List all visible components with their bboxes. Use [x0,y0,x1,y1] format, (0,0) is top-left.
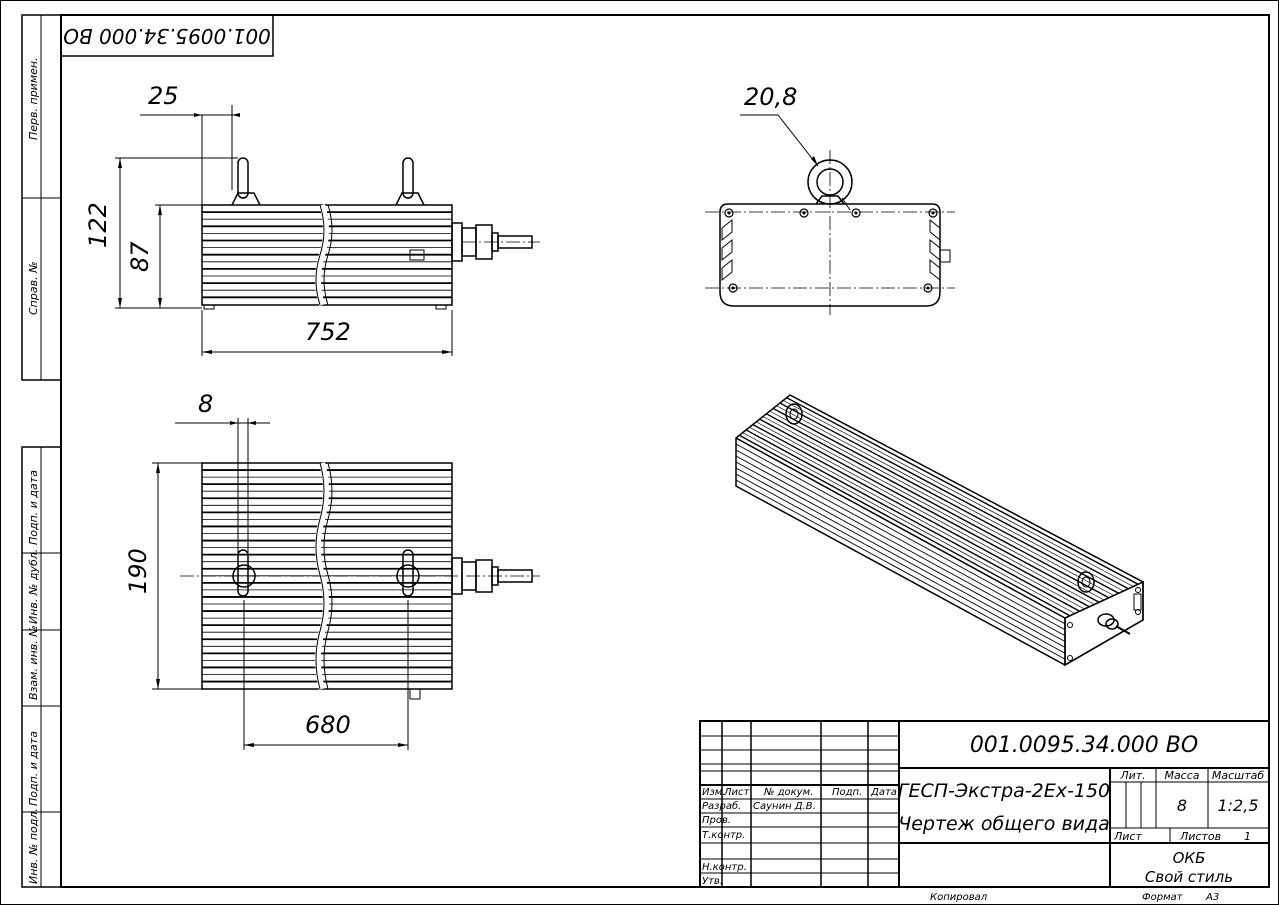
iso-side-fin [735,479,1066,660]
iso-fin-line [786,397,1139,585]
dim-122: 122 [84,202,112,248]
mount-hole [728,283,738,293]
mount-hole-center [727,211,731,215]
iso-fin-line [772,407,1119,594]
iso-fin-line [783,400,1134,587]
hdr-data: Дата [870,787,897,798]
format-label: Формат [1142,892,1184,903]
perv-primen-label: Перв. примен. [27,57,40,140]
iso-fin-line [766,413,1110,599]
org-line-1: ОКБ [1173,849,1206,867]
mount-hole-center [731,286,735,290]
dim-752: 752 [305,318,351,346]
hdr-list: Лист [723,787,751,798]
podp-data-2-label: Подп. и дата [27,731,40,806]
iso-fin-line [779,402,1129,590]
side-view: 25 122 87 752 [84,82,540,356]
hdr-doc: № докум. [763,787,813,798]
iso-fin-line [769,410,1114,596]
mount-hole [928,208,938,218]
dim-25: 25 [148,82,179,110]
iso-fin-line [742,432,1075,614]
hdr-izm: Изм. [702,787,726,798]
massa-label: Масса [1164,769,1199,782]
kopiroval-label: Копировал [930,892,988,903]
side-strip-bottom: Подп. и дата Инв. № дубл. Взам. инв. № П… [21,446,62,888]
prov-label: Пров. [702,815,731,826]
mount-hole-center [802,211,806,215]
masshtab-value: 1:2,5 [1217,796,1258,815]
title-block: 001.0095.34.000 ВО ГЕСП-Экстра-2Ех-150 Ч… [699,720,1270,888]
inv-no-dubl-label: Инв. № дубл. [27,549,40,624]
iso-fin-line [762,416,1105,601]
dim-8: 8 [198,390,213,418]
iso-fin-line [745,429,1080,612]
format-value: А3 [1205,892,1219,903]
dim-680: 680 [305,711,351,739]
rotated-code-stamp: 001.0095.34.000 ВО [60,14,274,57]
iso-fin-line [749,426,1085,610]
dim-190: 190 [124,548,152,594]
org-line-2: Свой стиль [1145,868,1233,886]
iso-fin-line [776,405,1124,592]
mount-hole-center [854,211,858,215]
listov-value: 1 [1244,830,1251,843]
vzam-inv-label: Взам. инв. № [27,625,40,700]
iso-side-fin [735,473,1066,654]
masshtab-label: Масштаб [1212,769,1264,782]
dim-20-8: 20,8 [744,83,797,111]
mount-hole [799,208,809,218]
iso-side-fin [735,449,1066,631]
dim-87: 87 [126,241,154,272]
title-name-1: ГЕСП-Экстра-2Ех-150 [898,780,1110,802]
razrab-label: Разраб. [702,800,741,812]
mount-hole [923,283,933,293]
podp-data-1-label: Подп. и дата [27,470,40,545]
title-name-2: Чертеж общего вида [898,813,1110,835]
razrab-name: Саунин Д.В. [753,801,816,812]
title-designation: 001.0095.34.000 ВО [970,733,1198,758]
end-view: 20,8 [705,83,955,315]
list-label: Лист [1113,830,1142,843]
iso-fin-line [759,418,1100,603]
rotated-code-text: 001.0095.34.000 ВО [63,24,271,48]
iso-fin-line [756,421,1095,605]
iso-side-fin [735,455,1066,637]
mount-hole [724,208,734,218]
top-view: 8 190 680 [124,390,540,750]
listov-label: Листов [1179,830,1221,843]
iso-side-fin [735,461,1066,642]
sprav-no-label: Справ. № [27,261,40,315]
tkontr-label: Т.контр. [702,830,745,841]
inv-no-podl-label: Инв. № подл. [27,808,40,884]
mount-hole-center [931,211,935,215]
isometric-view [735,394,1144,667]
iso-fin-line [739,434,1071,617]
mount-hole-center [926,286,930,290]
lit-label: Лит. [1119,769,1145,782]
side-strip-top: Перв. примен. Справ. № [21,14,62,381]
hdr-podp: Подп. [832,787,862,798]
iso-fin-line [752,423,1090,608]
mount-hole [851,208,861,218]
iso-side-fin [735,443,1066,625]
iso-side-fin [735,467,1066,648]
nkontr-label: Н.контр. [702,862,747,873]
utv-label: Утв. [702,876,723,887]
massa-value: 8 [1177,796,1187,815]
